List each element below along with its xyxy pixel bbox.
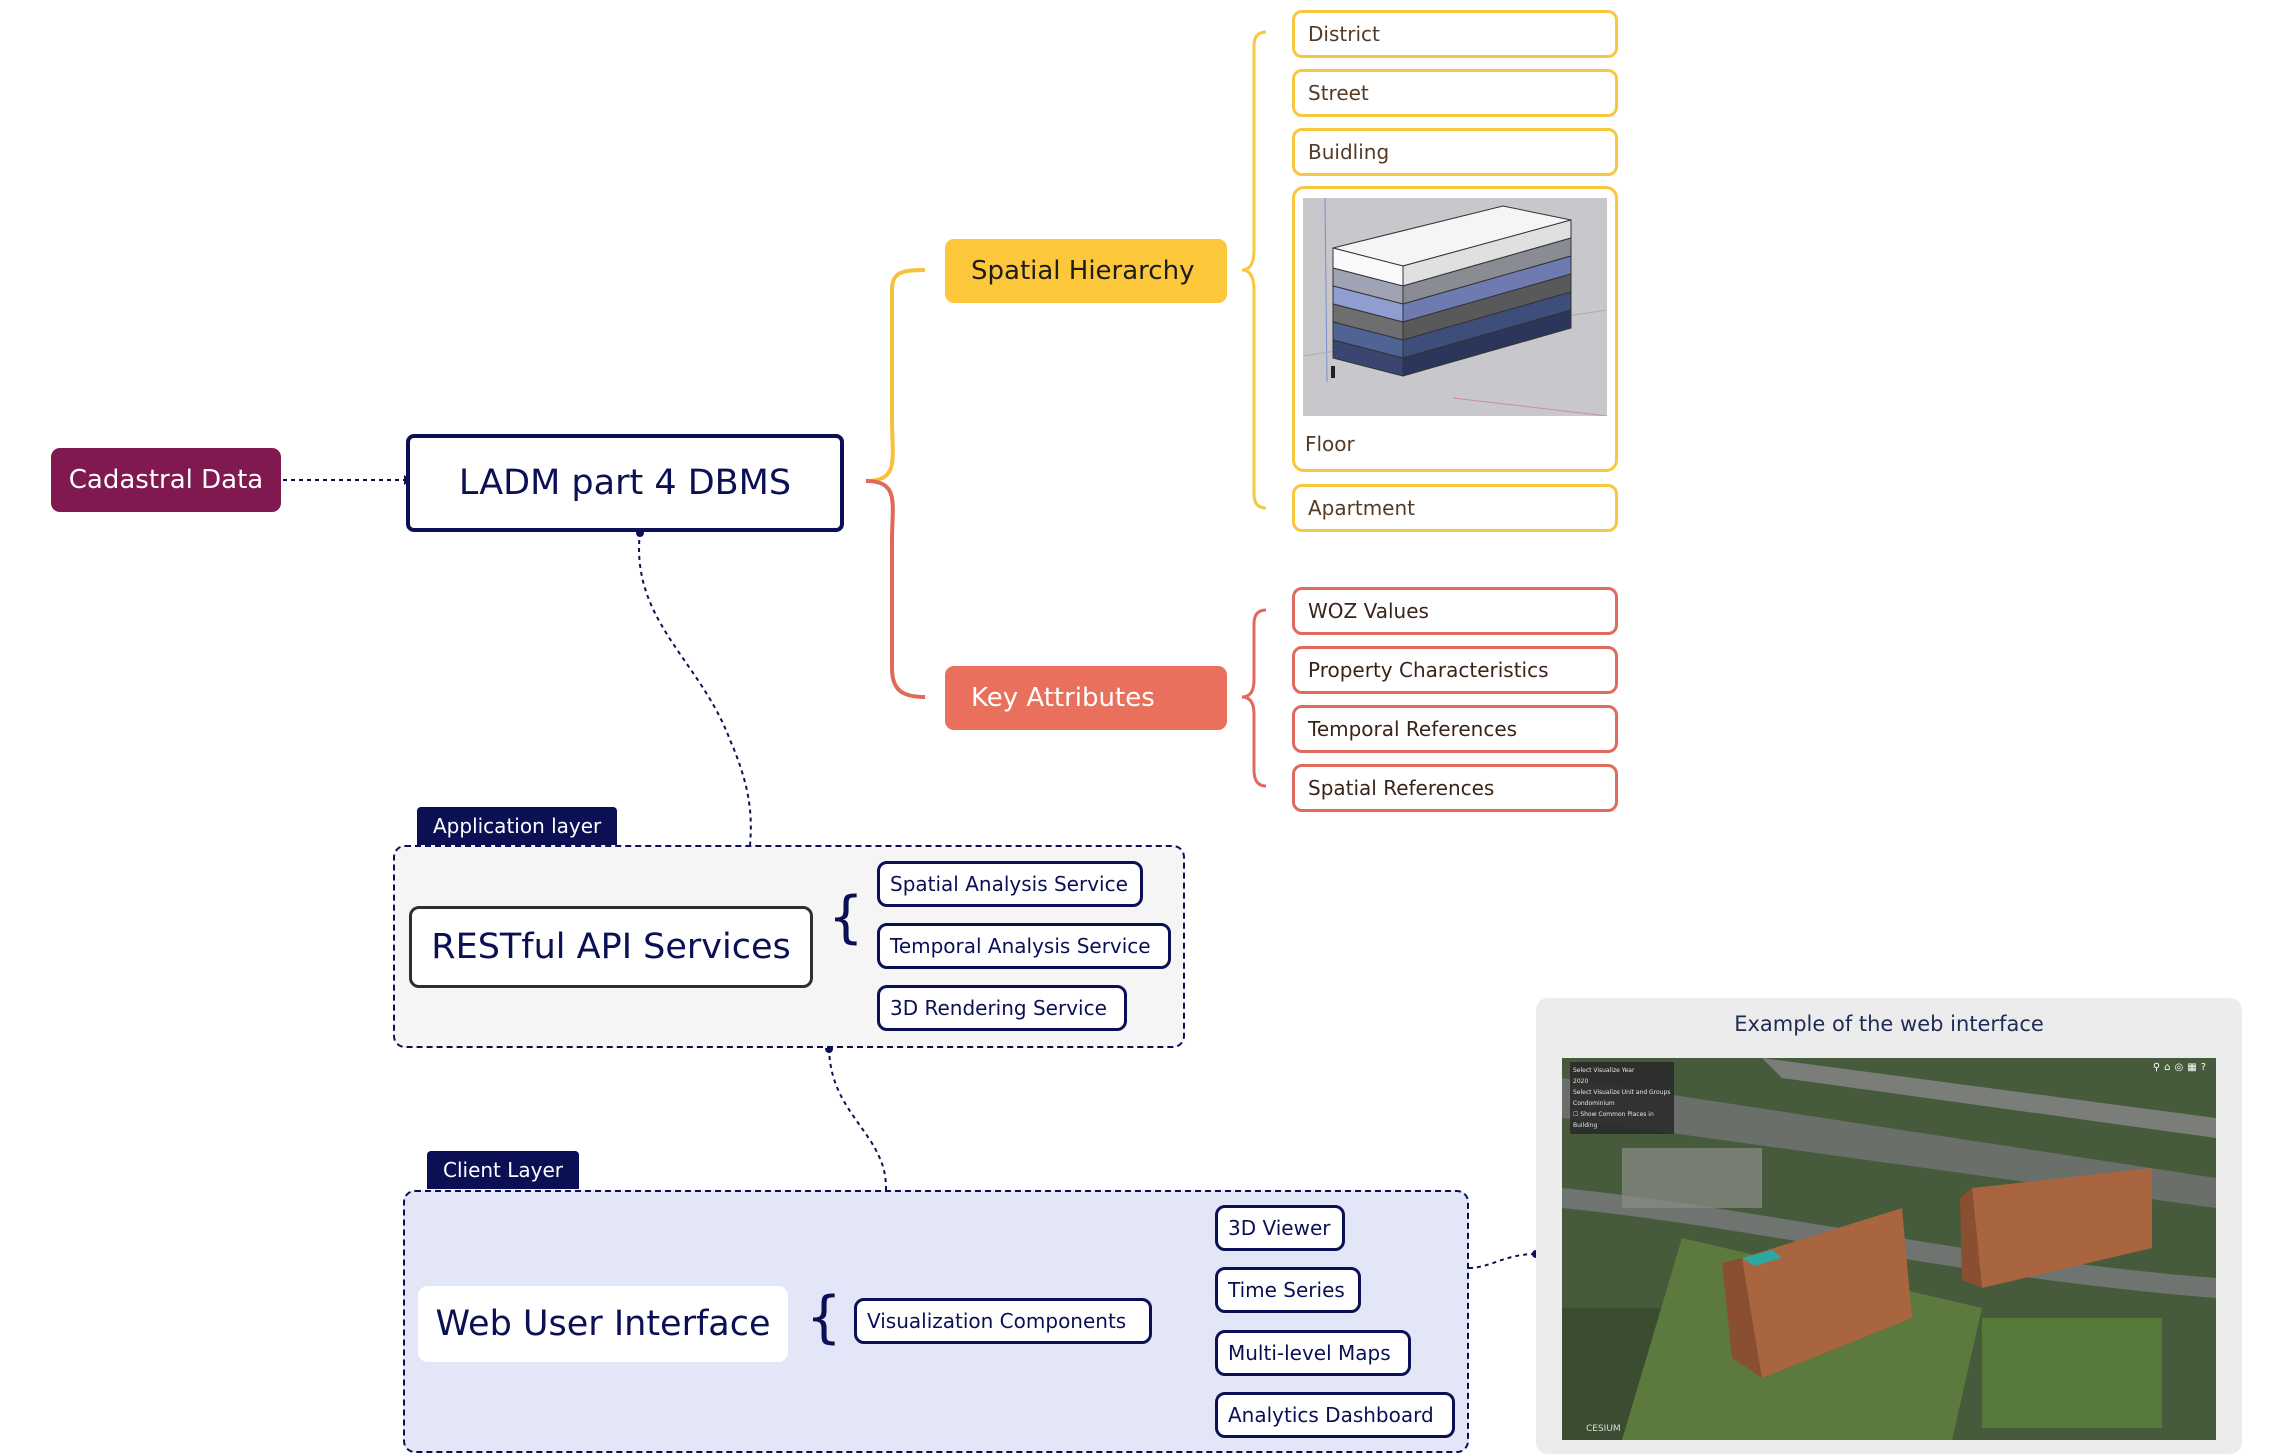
- application-layer-tag: Application layer: [417, 807, 618, 845]
- client-to-example-connector: [1468, 1253, 1537, 1269]
- map-toolbar[interactable]: ⚲⌂◎▦?: [2153, 1062, 2210, 1073]
- visualize-year-panel[interactable]: Select Visualize Year 2020 Select Visual…: [1570, 1062, 1674, 1134]
- example-map-view: Select Visualize Year 2020 Select Visual…: [1562, 1058, 2216, 1440]
- street-node: Street: [1292, 69, 1618, 117]
- district-node: District: [1292, 10, 1618, 58]
- help-icon[interactable]: ?: [2200, 1062, 2210, 1073]
- building-node: Buidling: [1292, 128, 1618, 176]
- keyattr-bracket: [1241, 608, 1267, 788]
- analytics-dashboard-node: Analytics Dashboard: [1215, 1392, 1455, 1438]
- panel-year-select[interactable]: 2020: [1573, 1078, 1589, 1085]
- restful-api-node: RESTful API Services: [409, 906, 813, 988]
- panel-dropdown[interactable]: Condominium: [1573, 1100, 1615, 1107]
- temporal-analysis-service-node: Temporal Analysis Service: [877, 923, 1171, 969]
- building-3d-image: [1302, 197, 1608, 417]
- services-brace: {: [828, 885, 864, 950]
- ladm-dbms-node: LADM part 4 DBMS: [406, 434, 844, 532]
- web-ui-brace: {: [806, 1285, 842, 1350]
- spatial-references-node: Spatial References: [1292, 764, 1618, 812]
- panel-checkbox[interactable]: ☐ Show Common Places in Building: [1573, 1111, 1654, 1129]
- spatial-bracket: [1241, 30, 1267, 510]
- client-layer-tag: Client Layer: [427, 1151, 580, 1189]
- layers-icon[interactable]: ▦: [2187, 1062, 2201, 1073]
- temporal-references-node: Temporal References: [1292, 705, 1618, 753]
- ladm-spatial-connector: [865, 268, 926, 483]
- visualization-components-node: Visualization Components: [854, 1298, 1152, 1344]
- key-attributes-node: Key Attributes: [945, 666, 1227, 730]
- app-to-client-connector: [828, 1047, 887, 1191]
- cadastral-data-node: Cadastral Data: [51, 448, 281, 512]
- ladm-keyattr-connector: [865, 479, 926, 699]
- property-characteristics-node: Property Characteristics: [1292, 646, 1618, 694]
- woz-values-node: WOZ Values: [1292, 587, 1618, 635]
- 3d-viewer-node: 3D Viewer: [1215, 1205, 1345, 1251]
- cesium-logo: CESIUM: [1586, 1424, 1621, 1434]
- time-series-node: Time Series: [1215, 1267, 1361, 1313]
- globe-icon[interactable]: ◎: [2174, 1062, 2188, 1073]
- apartment-node: Apartment: [1292, 484, 1618, 532]
- search-icon[interactable]: ⚲: [2152, 1062, 2165, 1073]
- panel-option: Select Visualize Unit and Groups: [1573, 1089, 1671, 1096]
- ladm-to-app-connector: [638, 531, 752, 846]
- web-user-interface-node: Web User Interface: [418, 1286, 788, 1362]
- spatial-analysis-service-node: Spatial Analysis Service: [877, 861, 1143, 907]
- home-icon[interactable]: ⌂: [2164, 1062, 2175, 1073]
- example-title: Example of the web interface: [1734, 1012, 2044, 1036]
- panel-checkbox-label: Show Common Places in Building: [1573, 1111, 1654, 1129]
- panel-title: Select Visualize Year: [1573, 1067, 1635, 1074]
- multi-level-maps-node: Multi-level Maps: [1215, 1330, 1411, 1376]
- 3d-rendering-service-node: 3D Rendering Service: [877, 985, 1127, 1031]
- spatial-hierarchy-node: Spatial Hierarchy: [945, 239, 1227, 303]
- floor-label: Floor: [1305, 432, 1355, 456]
